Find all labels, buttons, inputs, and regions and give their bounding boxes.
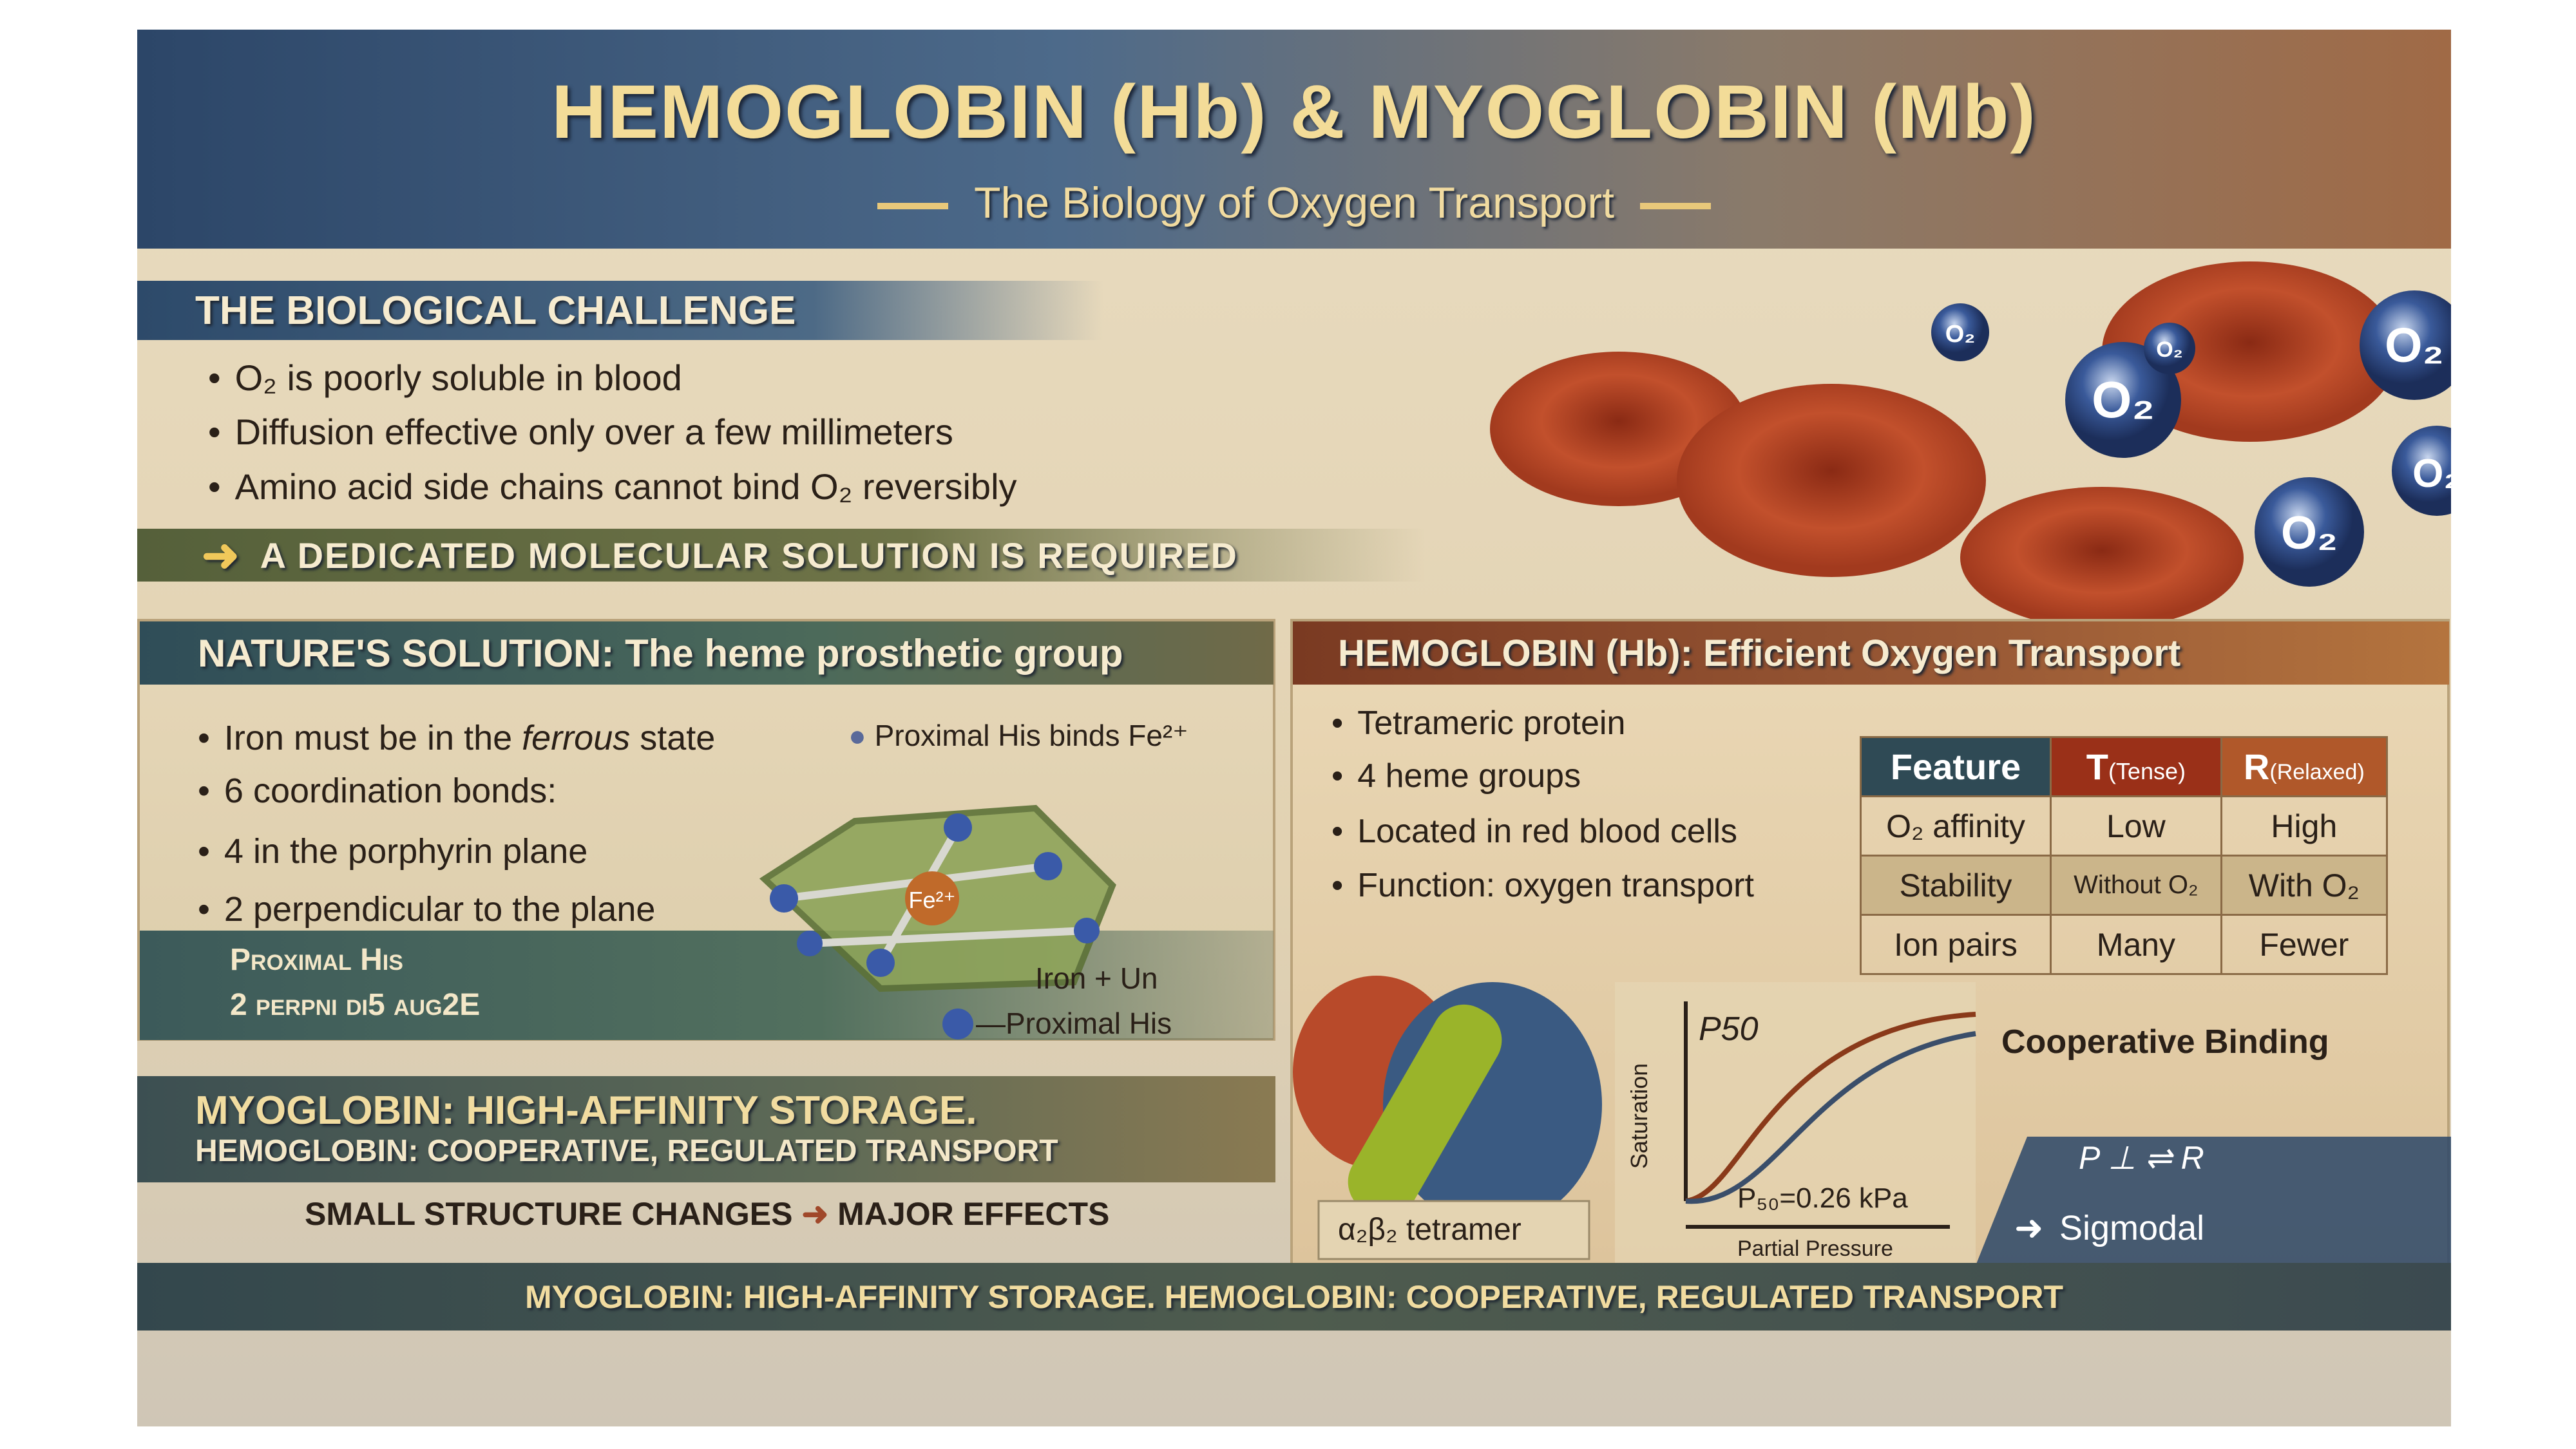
table-header: R(Relaxed): [2220, 736, 2389, 797]
page-title: HEMOGLOBIN (Hb) & MYOGLOBIN (Mb): [551, 70, 2037, 155]
oxygen-binding-curve: Saturation Partial Pressure P50 P₅₀=0.26…: [1615, 982, 2451, 1265]
lower-bullet: 2 perpni di5 aug2E: [230, 988, 481, 1022]
o2-molecule: [1931, 303, 1989, 361]
o2-molecule: [2065, 342, 2181, 458]
subtitle: The Biology of Oxygen Transport: [137, 178, 2451, 228]
label-text: Proximal His binds Fe²⁺: [874, 719, 1188, 752]
infographic-poster: HEMOGLOBIN (Hb) & MYOGLOBIN (Mb) The Bio…: [137, 30, 2451, 1426]
heme-bullet: 2 perpendicular to the plane: [198, 889, 656, 929]
footer-band: MYOGLOBIN: HIGH-AFFINITY STORAGE. HEMOGL…: [137, 1263, 2451, 1331]
arrow-right-icon: ➜: [202, 530, 241, 580]
challenge-heading: THE BIOLOGICAL CHALLENGE: [137, 281, 1103, 340]
heme-bullet: 6 coordination bonds:: [198, 771, 557, 811]
hb-bullet: 4 heme groups: [1331, 757, 1581, 795]
challenge-bullet: Amino acid side chains cannot bind O₂ re…: [208, 466, 1017, 507]
text: state: [630, 719, 716, 757]
table-cell: O₂ affinity: [1860, 795, 2052, 857]
o2-molecule: [2392, 426, 2451, 516]
table-cell: Ion pairs: [1860, 914, 2052, 975]
heme-molecule-illustration: Fe²⁺ Iron + Un —Proximal His: [759, 804, 1172, 1040]
myoglobin-summary-box: MYOGLOBIN: HIGH-AFFINITY STORAGE. HEMOGL…: [137, 1076, 1275, 1182]
table-header: Feature: [1860, 736, 2052, 797]
o2-label: O₂: [2385, 318, 2444, 372]
divider: [877, 203, 948, 210]
text: MAJOR EFFECTS: [837, 1196, 1110, 1232]
o2-molecule: [2360, 290, 2451, 400]
cooperative-binding-label: Cooperative Binding: [2001, 1023, 2329, 1061]
red-blood-cells-illustration: O₂ O₂ O₂ O₂ O₂ O₂: [1490, 261, 2451, 622]
table-cell: With O₂: [2220, 855, 2389, 916]
conclusion-band: ➜ A DEDICATED MOLECULAR SOLUTION IS REQUI…: [137, 529, 1426, 582]
o2-molecule: [2255, 477, 2364, 587]
arrow-right-icon: ➜: [2014, 1209, 2043, 1247]
o2-label: O₂: [2281, 507, 2338, 559]
y-axis-label: Saturation: [1626, 1063, 1652, 1169]
myoglobin-line: MYOGLOBIN: HIGH-AFFINITY STORAGE.: [195, 1088, 977, 1133]
table-header: T(Tense): [2050, 736, 2222, 797]
natures-solution-panel: NATURE'S SOLUTION: The heme prosthetic g…: [137, 619, 1275, 1041]
header-letter: T: [2086, 746, 2108, 787]
hb-bullet: Tetrameric protein: [1331, 704, 1625, 743]
tetramer-label: α₂β₂ tetramer: [1338, 1213, 1522, 1247]
hemoglobin-tetramer-illustration: α₂β₂ tetramer: [1293, 976, 1602, 1260]
heme-bullet: 4 in the porphyrin plane: [198, 831, 587, 871]
hemoglobin-curve: [1685, 1031, 1976, 1204]
o2-label: O₂: [2412, 451, 2451, 496]
structure-effects-line: SMALL STRUCTURE CHANGES ➜ MAJOR EFFECTS: [305, 1195, 1109, 1233]
myoglobin-curve: [1685, 1012, 1976, 1204]
red-blood-cell: [1677, 384, 1986, 577]
table-cell: Low: [2050, 795, 2222, 857]
header-sub: (Relaxed): [2269, 760, 2365, 784]
text-emphasis: ferrous: [522, 719, 631, 757]
iron-atom: [905, 871, 959, 925]
hemoglobin-heading: HEMOGLOBIN (Hb): Efficient Oxygen Transp…: [1293, 621, 2449, 685]
o2-label: O₂: [2156, 337, 2183, 362]
x-axis-label: Partial Pressure: [1737, 1236, 1893, 1261]
text: SMALL STRUCTURE CHANGES: [305, 1196, 793, 1232]
heme-bullet: Iron must be in the ferrous state: [198, 718, 715, 758]
conclusion-text: A DEDICATED MOLECULAR SOLUTION IS REQUIR…: [260, 535, 1238, 576]
proximal-his-label: —Proximal His: [976, 1007, 1172, 1040]
natures-solution-heading: NATURE'S SOLUTION: The heme prosthetic g…: [140, 621, 1274, 685]
hb-bullet: Located in red blood cells: [1331, 812, 1737, 851]
iron-label: Fe²⁺: [908, 887, 955, 913]
o2-molecule: [2144, 323, 2195, 374]
table-cell: High: [2220, 795, 2389, 857]
bullet: ●: [848, 719, 875, 752]
challenge-bullet: Diffusion effective only over a few mill…: [208, 411, 953, 453]
p50-value: P₅₀=0.26 kPa: [1737, 1182, 1908, 1214]
table-cell: Stability: [1860, 855, 2052, 916]
sigmoidal-label: Sigmodal: [2059, 1209, 2204, 1247]
p50-label: P50: [1699, 1010, 1759, 1048]
o2-label: O₂: [1945, 321, 1975, 348]
text: Iron must be in the: [224, 719, 522, 757]
subtitle-text: The Biology of Oxygen Transport: [973, 178, 1615, 227]
lower-bullet: Proximal His: [230, 943, 403, 977]
header-sub: (Tense): [2108, 758, 2186, 784]
hemoglobin-panel: HEMOGLOBIN (Hb): Efficient Oxygen Transp…: [1290, 619, 2451, 1269]
challenge-bullet: O₂ is poorly soluble in blood: [208, 357, 682, 399]
table-cell: Without O₂: [2050, 855, 2222, 916]
o2-label: O₂: [2092, 371, 2155, 428]
iron-un-label: Iron + Un: [1035, 961, 1158, 995]
red-blood-cell: [1960, 487, 2244, 622]
divider: [1640, 203, 1712, 210]
blue-band: [1976, 1137, 2451, 1265]
title-band: [137, 30, 2451, 249]
table-cell: Fewer: [2220, 914, 2389, 975]
arrow-right-icon: ➜: [801, 1196, 829, 1232]
proximal-his-label: ● Proximal His binds Fe²⁺: [848, 718, 1188, 753]
table-cell: Many: [2050, 914, 2222, 975]
equation-label: P ⊥ ⇌ R: [2079, 1140, 2204, 1176]
hemoglobin-line: HEMOGLOBIN: COOPERATIVE, REGULATED TRANS…: [195, 1134, 1058, 1168]
hb-bullet: Function: oxygen transport: [1331, 866, 1754, 905]
header-letter: R: [2243, 746, 2270, 787]
